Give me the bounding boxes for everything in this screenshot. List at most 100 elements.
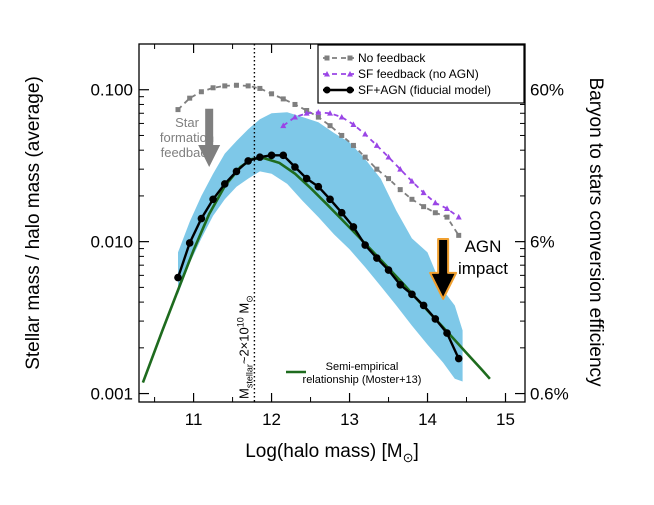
series-point	[454, 354, 463, 363]
series-point	[444, 205, 451, 212]
series-point	[315, 114, 321, 120]
agn-label: AGN	[465, 237, 502, 256]
y2-tick-label: 0.6%	[530, 385, 569, 404]
series-point	[361, 241, 369, 249]
series-point	[337, 208, 346, 217]
series-point	[210, 85, 216, 91]
series-point	[303, 110, 310, 116]
series-point	[267, 151, 276, 160]
threshold-label: Mstellar~2×1010 M⊙	[235, 295, 254, 399]
legend-label: No feedback	[358, 51, 426, 65]
series-point	[396, 280, 405, 289]
legend-label: SF+AGN (fiducial model)	[358, 83, 491, 97]
scatter-band	[178, 112, 463, 382]
series-point	[280, 96, 286, 102]
moster-legend-label: Semi-empirical	[326, 361, 399, 373]
series-point	[339, 132, 345, 138]
series-point	[279, 151, 288, 160]
series-point	[431, 315, 440, 323]
legend: No feedback SF feedback (no AGN) SF+AGN (f…	[317, 44, 525, 104]
annotation-layer: Mstellar~2×1010 M⊙StarformationfeedbackA…	[160, 44, 508, 402]
series-point	[432, 199, 439, 206]
legend-label: SF feedback (no AGN)	[358, 67, 479, 81]
series-point	[350, 121, 357, 127]
legend-swatch-marker	[346, 86, 354, 94]
series-point	[386, 176, 392, 182]
series-point	[349, 223, 358, 231]
plot-frame	[138, 43, 526, 403]
series-point	[187, 95, 193, 101]
x-tick-label: 13	[340, 410, 359, 429]
series-layer	[141, 82, 491, 384]
series-point	[456, 232, 462, 238]
series-point	[233, 82, 239, 88]
agn-label: impact	[458, 259, 508, 278]
x-tick-label: 15	[496, 410, 515, 429]
series-point	[302, 174, 311, 183]
legend-swatch-marker	[324, 71, 330, 77]
series-point	[174, 273, 182, 282]
x-tick-label: 12	[262, 410, 281, 429]
series-point	[209, 195, 217, 204]
legend-swatch-marker	[347, 55, 353, 61]
series-point	[444, 214, 450, 220]
legend-swatch-marker	[324, 55, 330, 61]
agn-arrow	[429, 238, 458, 300]
series-1	[280, 109, 462, 220]
series-point	[314, 182, 323, 191]
y2-tick-label: 60%	[530, 81, 564, 100]
star-formation-label: Star	[175, 115, 200, 130]
series-point	[338, 113, 345, 120]
series-point	[397, 165, 404, 172]
series-point	[244, 157, 252, 165]
series-point	[374, 166, 380, 172]
series-point	[362, 130, 369, 137]
series-point	[327, 123, 333, 129]
star-formation-arrow	[198, 108, 221, 168]
series-point	[421, 204, 427, 210]
legend-item: SF feedback (no AGN)	[323, 67, 479, 81]
series-point	[432, 210, 438, 216]
series-point	[256, 153, 264, 161]
legend-swatch-marker	[323, 86, 331, 94]
y-axis-label: Stellar mass / halo mass (average)	[23, 76, 44, 370]
series-point	[385, 153, 392, 160]
y2-axis-label: Baryon to stars conversion efficiency	[585, 77, 606, 387]
y2-tick-label: 6%	[530, 233, 555, 252]
series-point	[291, 113, 298, 120]
series-point	[420, 189, 427, 196]
series-point	[175, 107, 181, 113]
x-tick-label: 14	[418, 410, 437, 429]
series-point	[222, 83, 228, 89]
series-point	[198, 89, 204, 95]
y-tick-label: 0.010	[90, 233, 133, 252]
series-point	[455, 213, 462, 220]
series-point	[408, 177, 415, 184]
series-point	[373, 142, 380, 148]
series-point	[220, 180, 229, 188]
series-point	[292, 101, 298, 107]
y-tick-label: 0.100	[90, 81, 133, 100]
series-point	[280, 122, 287, 129]
series-line	[282, 111, 460, 218]
series-point	[373, 254, 381, 262]
x-axis-label: Log(halo mass) [M⊙]	[245, 441, 419, 465]
legend-swatch-marker	[347, 71, 353, 77]
series-point	[257, 85, 263, 91]
star-formation-label: formation	[160, 130, 214, 145]
series-point	[409, 196, 415, 202]
series-point	[419, 301, 428, 310]
scatter-band-layer	[178, 112, 463, 382]
series-point	[408, 290, 416, 299]
series-point	[269, 91, 275, 97]
series-point	[384, 266, 393, 274]
series-point	[291, 163, 299, 171]
series-point	[315, 109, 322, 115]
legend-item: No feedback	[323, 51, 426, 65]
legend-item: SF+AGN (fiducial model)	[323, 83, 491, 97]
series-2	[174, 151, 463, 363]
series-point	[362, 154, 368, 160]
series-point	[245, 83, 251, 89]
